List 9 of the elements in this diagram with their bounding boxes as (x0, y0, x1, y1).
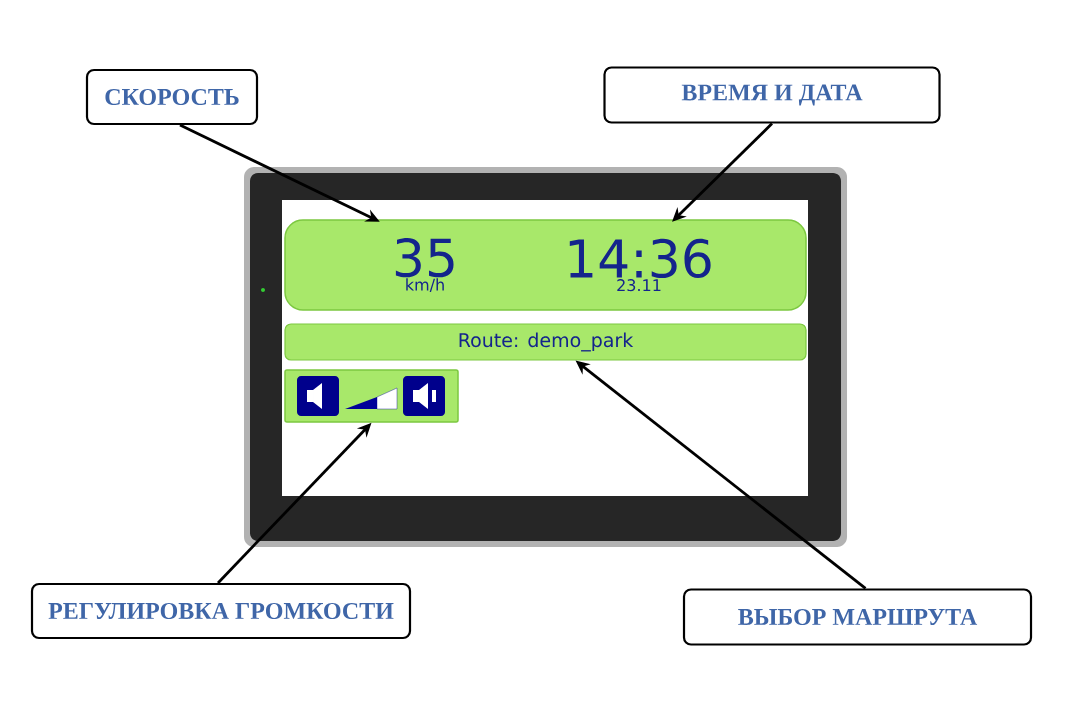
route-bar: Route: demo_park (284, 323, 807, 361)
volume-control (284, 369, 459, 423)
callout-box: ВЫБОР МАРШРУТА (682, 588, 1033, 646)
callout-box: РЕГУЛИРОВКА ГРОМКОСТИ (30, 582, 412, 640)
time-readout: 14:36 23.11 (569, 238, 711, 292)
display-panel (284, 219, 807, 311)
speed-readout: 35 km/h (395, 238, 454, 292)
callout-box: СКОРОСТЬ (85, 68, 259, 126)
callout-box: ВРЕМЯ И ДАТА (603, 66, 941, 124)
